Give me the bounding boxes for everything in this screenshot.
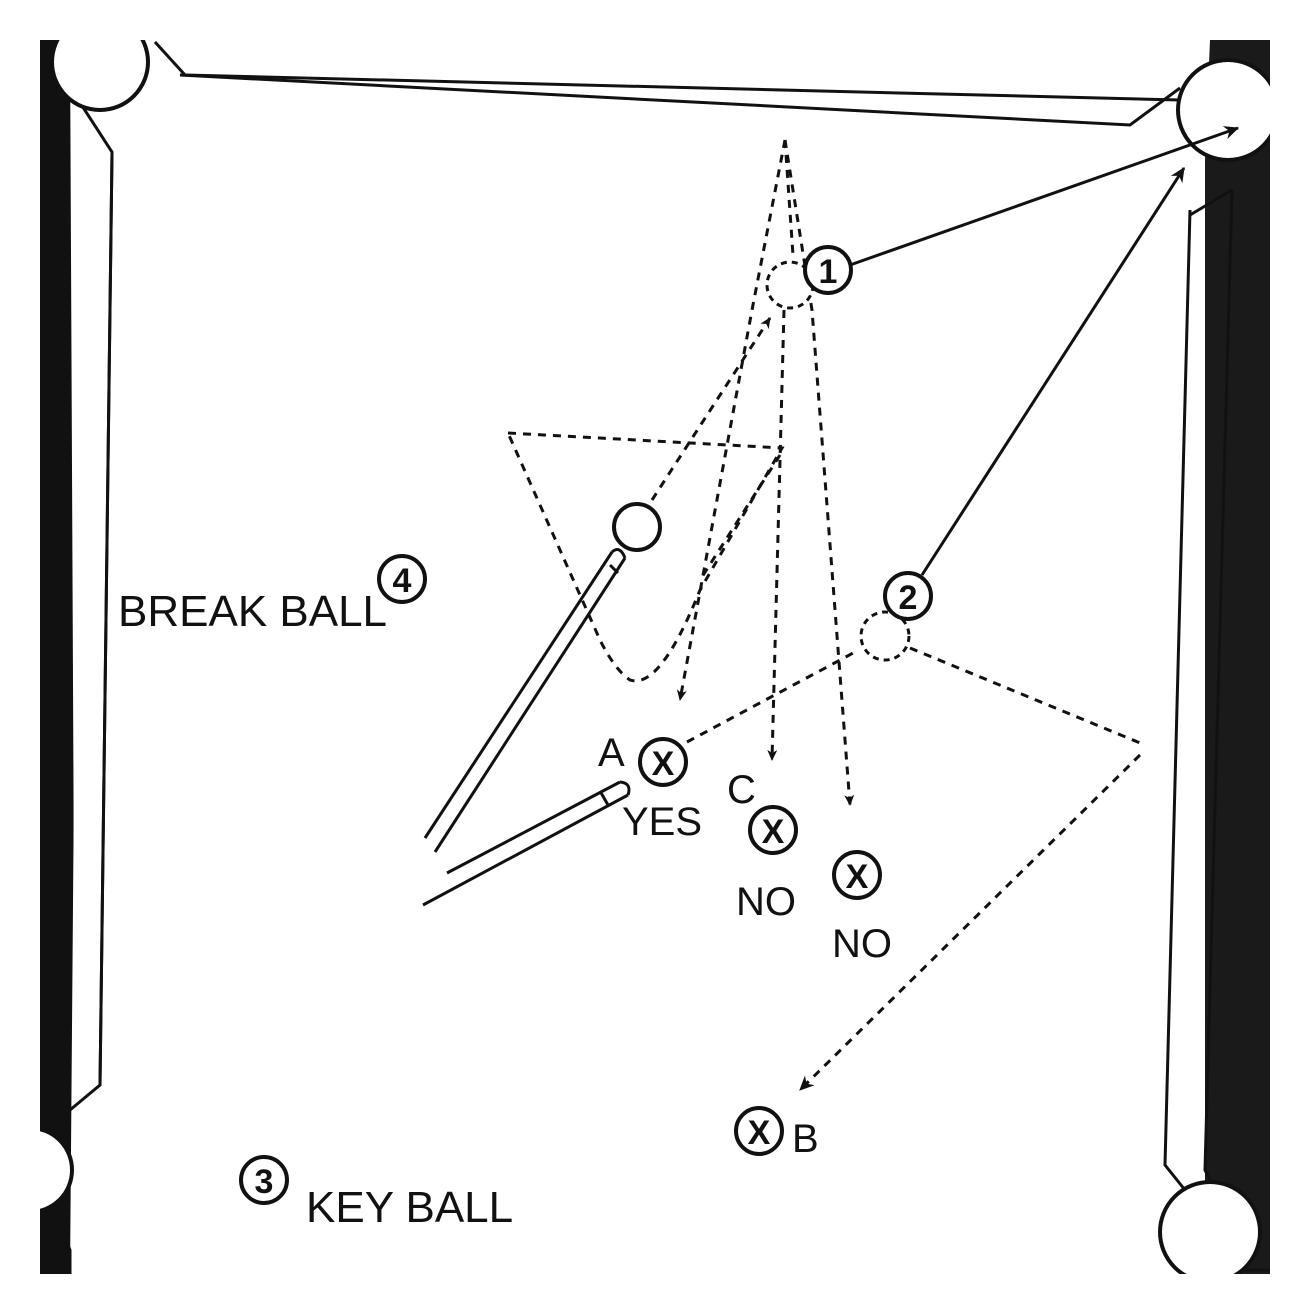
svg-text:X: X (846, 858, 869, 896)
ball-1: 1 (803, 245, 853, 295)
label-a: A (598, 731, 625, 775)
path-fan-left (676, 139, 787, 701)
target-marker-c: X (748, 805, 798, 855)
break-ball-label: BREAK BALL (118, 587, 387, 636)
path-cue-to-1 (650, 317, 772, 501)
target-marker-d: X (832, 850, 882, 900)
path-1-to-pocket (849, 126, 1240, 267)
svg-text:X: X (762, 813, 785, 851)
svg-text:3: 3 (255, 1163, 274, 1201)
table-rail (40, 40, 1270, 1274)
path-2-to-pocket (920, 167, 1186, 576)
path-fan-apex (783, 139, 795, 256)
label-no-1: NO (736, 880, 796, 924)
path-bank-to-b (798, 753, 1142, 1092)
pocket-bottom-right (1158, 1180, 1262, 1284)
svg-text:1: 1 (819, 253, 838, 291)
dashed-paths (650, 139, 1146, 1092)
path-break-line (698, 454, 782, 581)
path-a-to-2 (686, 650, 856, 744)
cue-stick-upper (423, 548, 627, 853)
cue-ball (612, 502, 662, 552)
svg-text:4: 4 (393, 562, 412, 600)
ball-4: 4 (377, 554, 427, 604)
ball-2: 2 (883, 571, 933, 621)
cue-stick-lower (422, 780, 631, 907)
svg-text:X: X (748, 1114, 771, 1152)
path-fan-right (783, 139, 855, 806)
solid-paths (849, 126, 1240, 576)
key-ball-label: KEY BALL (306, 1183, 513, 1232)
rack-triangle (505, 431, 785, 683)
label-no-2: NO (832, 922, 892, 966)
target-marker-a: X (638, 737, 688, 787)
label-c: C (727, 768, 756, 812)
ball-3: 3 (239, 1155, 289, 1205)
svg-text:X: X (652, 745, 675, 783)
label-yes: YES (622, 800, 702, 844)
target-marker-b: X (734, 1106, 784, 1156)
path-fan-center (767, 309, 786, 761)
path-2-to-bank (909, 646, 1146, 747)
ghost-ball-2 (859, 610, 911, 662)
svg-text:2: 2 (899, 579, 918, 617)
label-b: B (792, 1117, 819, 1161)
